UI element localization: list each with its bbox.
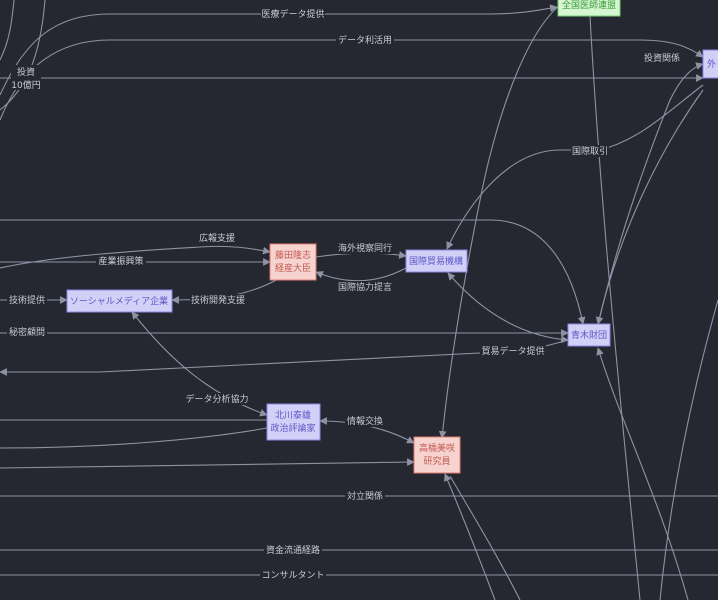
edge-right-down bbox=[659, 299, 718, 600]
edge-data-utilization bbox=[0, 39, 704, 121]
edge-label-industry-promotion: 産業振興策 bbox=[96, 255, 146, 267]
node-aoki-zaidan[interactable]: 青木財団 bbox=[567, 323, 611, 347]
svg-text:投資関係: 投資関係 bbox=[644, 52, 680, 64]
edge-label-tech-dev-support: 技術開発支援 bbox=[190, 294, 246, 306]
svg-text:青木財団: 青木財団 bbox=[571, 329, 607, 341]
svg-text:北川泰雄: 北川泰雄 bbox=[275, 409, 311, 421]
node-social-media-company[interactable]: ソーシャルメディア企業 bbox=[66, 289, 173, 313]
edge-left-to-takahashi bbox=[0, 458, 415, 469]
svg-text:研究員: 研究員 bbox=[423, 455, 450, 467]
svg-text:外: 外 bbox=[707, 58, 716, 70]
edge-label-medical-data: 医療データ提供 bbox=[261, 8, 325, 20]
edge-union-to-takahashi bbox=[438, 4, 561, 439]
svg-text:海外視察同行: 海外視察同行 bbox=[338, 242, 392, 254]
svg-text:情報交換: 情報交換 bbox=[347, 415, 383, 427]
edge-left-to-aoki bbox=[0, 219, 586, 325]
edge-label-tech-provision: 技術提供 bbox=[7, 294, 47, 306]
edge-label-trade-data: 貿易データ提供 bbox=[480, 345, 546, 357]
edge-label-info-exchange: 情報交換 bbox=[345, 415, 385, 427]
edge-pr-support bbox=[0, 245, 271, 269]
edge-bottom-to-takahashi-a bbox=[444, 473, 496, 600]
edge-bottom-to-aoki bbox=[596, 347, 689, 600]
edge-international-trade bbox=[446, 84, 704, 250]
svg-text:全国医師連盟: 全国医師連盟 bbox=[562, 0, 616, 11]
svg-text:データ利活用: データ利活用 bbox=[338, 34, 392, 46]
node-kitagawa-yasuo[interactable]: 北川泰雄 政治評論家 bbox=[266, 403, 321, 441]
svg-text:経産大臣: 経産大臣 bbox=[275, 262, 311, 274]
edge-medical-data bbox=[0, 4, 558, 96]
svg-text:技術開発支援: 技術開発支援 bbox=[191, 294, 245, 306]
svg-text:対立関係: 対立関係 bbox=[347, 490, 383, 502]
node-takahashi-misaki[interactable]: 高橋美咲 研究員 bbox=[413, 436, 461, 474]
svg-text:国際協力提言: 国際協力提言 bbox=[338, 281, 392, 293]
edge-labels: 医療データ提供 データ利活用 投資関係 投資 10億円 国際取引 広報支援 海外… bbox=[7, 8, 682, 581]
svg-text:貿易データ提供: 貿易データ提供 bbox=[481, 345, 544, 357]
edge-label-fund-flow: 資金流通経路 bbox=[264, 544, 322, 556]
edge-label-investment: 投資 10億円 bbox=[11, 65, 41, 91]
svg-text:広報支援: 広報支援 bbox=[199, 232, 235, 244]
edge-top-left-a bbox=[0, 0, 15, 61]
node-zenkoku-ishi-renmei[interactable]: 全国医師連盟 bbox=[557, 0, 621, 17]
svg-text:国際貿易機構: 国際貿易機構 bbox=[409, 255, 463, 267]
edge-info-exchange bbox=[319, 417, 415, 444]
edge-label-consultant: コンサルタント bbox=[260, 569, 326, 581]
svg-text:コンサルタント: コンサルタント bbox=[261, 570, 324, 581]
edge-label-conflict: 対立関係 bbox=[345, 490, 385, 502]
edge-investment-relation bbox=[597, 62, 704, 326]
svg-text:秘密顧問: 秘密顧問 bbox=[9, 326, 45, 338]
edge-label-data-utilization: データ利活用 bbox=[336, 34, 394, 46]
svg-text:医療データ提供: 医療データ提供 bbox=[261, 8, 324, 20]
edge-label-overseas-inspection: 海外視察同行 bbox=[336, 242, 394, 254]
svg-text:データ分析協力: データ分析協力 bbox=[185, 393, 248, 405]
svg-text:政治評論家: 政治評論家 bbox=[270, 422, 315, 434]
svg-text:高橋美咲: 高橋美咲 bbox=[419, 442, 455, 454]
edge-label-pr-support: 広報支援 bbox=[197, 232, 237, 244]
edge-trade-aoki bbox=[447, 272, 569, 344]
edge-bottom-to-takahashi-b bbox=[449, 475, 521, 600]
svg-text:藤田隆志: 藤田隆志 bbox=[275, 249, 311, 261]
svg-text:10億円: 10億円 bbox=[11, 79, 40, 91]
svg-text:ソーシャルメディア企業: ソーシャルメディア企業 bbox=[70, 295, 168, 307]
svg-text:産業振興策: 産業振興策 bbox=[98, 255, 143, 267]
edge-label-data-analysis: データ分析協力 bbox=[184, 393, 250, 405]
edge-international-cooperation bbox=[315, 267, 407, 282]
svg-text:技術提供: 技術提供 bbox=[9, 294, 45, 306]
svg-text:投資: 投資 bbox=[17, 66, 35, 78]
edge-label-international-trade: 国際取引 bbox=[571, 145, 609, 157]
edge-data-analysis bbox=[131, 311, 268, 417]
node-kokusai-boeki-kiko[interactable]: 国際貿易機構 bbox=[405, 249, 468, 273]
node-gaimu[interactable]: 外 bbox=[702, 49, 718, 79]
edge-union-down bbox=[589, 15, 641, 600]
edge-union-to-aoki bbox=[595, 89, 704, 325]
node-fujita-takashi[interactable]: 藤田隆志 経産大臣 bbox=[269, 243, 317, 281]
nodes: 全国医師連盟 外 藤田隆志 経産大臣 国際貿易機構 ソーシャルメディア企業 青木… bbox=[66, 0, 718, 474]
edge-label-investment-relation: 投資関係 bbox=[642, 52, 682, 64]
edge-label-secret-advisor: 秘密顧問 bbox=[7, 326, 47, 338]
svg-text:資金流通経路: 資金流通経路 bbox=[266, 544, 320, 556]
edge-kitagawa-left-b bbox=[0, 427, 268, 449]
svg-text:国際取引: 国際取引 bbox=[572, 145, 608, 157]
edge-label-international-cooperation: 国際協力提言 bbox=[336, 281, 394, 293]
